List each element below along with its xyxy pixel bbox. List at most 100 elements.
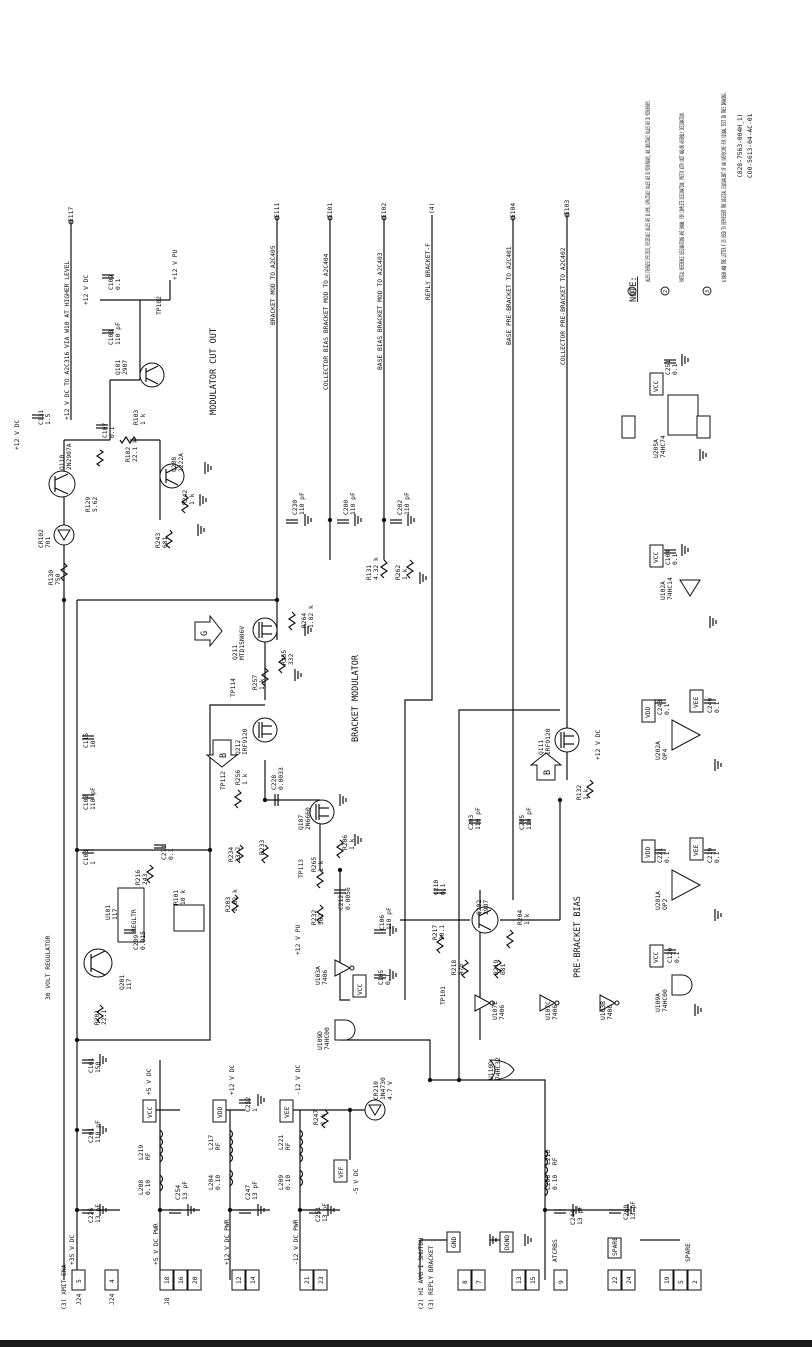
conn-j8-5: 5 bbox=[678, 1280, 685, 1284]
label-r129: R1295.62 bbox=[85, 497, 99, 512]
label-r257: R2571 k bbox=[252, 675, 266, 690]
label-c251: C2510.1 bbox=[665, 360, 679, 375]
label-vdd-u202: VDD bbox=[645, 706, 652, 718]
conn-j24-tag2: J24 bbox=[109, 1293, 116, 1305]
label-plus12v-r132: +12 V DC bbox=[595, 729, 602, 760]
label-tp112: TP112 bbox=[220, 771, 227, 790]
conn-xmit-ena: (3) XMIT ENA bbox=[61, 1264, 68, 1310]
label-q211: Q211MTD15N06V bbox=[232, 626, 246, 660]
signal-e102-label: BASE BIAS BRACKET MOD TO A2C403 bbox=[377, 252, 384, 370]
signal-e111-tag: E111 bbox=[274, 203, 281, 218]
signal-e101-tag: E101 bbox=[327, 203, 334, 218]
notes-heading: NOTE: bbox=[629, 276, 639, 302]
label-c102: C102110 pF bbox=[83, 787, 97, 810]
signal-e104-tag: E104 bbox=[510, 203, 517, 218]
label-c200: C200110 pF bbox=[343, 492, 357, 515]
label-minus5v: -5 V DC bbox=[353, 1168, 360, 1195]
arrow-b2-label: B bbox=[543, 770, 553, 775]
note-2-marker bbox=[660, 286, 670, 296]
conn-j8-14: 14 bbox=[250, 1276, 257, 1284]
label-c226: C22613 pF bbox=[88, 1204, 102, 1223]
label-r264: R2641.82 k bbox=[301, 605, 315, 628]
note-3-number: 3 bbox=[705, 290, 711, 293]
label-c105: C1050.1 bbox=[378, 970, 392, 985]
label-plus35v: +35 V DC bbox=[69, 1234, 76, 1265]
label-c221: C2210.1 bbox=[657, 848, 671, 863]
label-r265: R2651 k bbox=[311, 857, 325, 872]
label-plus12v-top: +12 V DC bbox=[83, 274, 90, 305]
signal-outputs: E117 +12 V DC TO A2C316 VIA W10 AT HIGHE… bbox=[64, 200, 571, 1000]
label-q111: Q111IRF9120 bbox=[538, 728, 552, 755]
label-u202a: U202AOP4 bbox=[655, 741, 669, 760]
conn-j24-4: 4 bbox=[109, 1279, 116, 1283]
label-vee-u202: VEE bbox=[693, 696, 700, 708]
arrow-b-label: B bbox=[219, 753, 229, 758]
label-plus12vpu-mid: +12 V PU bbox=[295, 924, 302, 955]
conn-dgnd: DGND bbox=[504, 1235, 511, 1250]
signal-e111-label: BRACKET MOD TO A2C405 bbox=[270, 245, 277, 325]
notes-block: NOTE: 1 UNLESS OTHERWISE SPECIFIED, RESI… bbox=[627, 92, 754, 302]
label-c212: C2120.0056 bbox=[338, 887, 352, 910]
conn-j8-16: 16 bbox=[178, 1276, 185, 1284]
label-tp113: TP113 bbox=[298, 859, 305, 878]
label-c115: C11510 bbox=[83, 733, 97, 748]
label-r243: R243681 bbox=[155, 533, 169, 548]
connector-labels: (3) XMIT ENA 5 J24 4 J24 +5 V DC PWR 18 … bbox=[61, 1219, 699, 1310]
label-atcrbs: ATCRBS bbox=[552, 1239, 559, 1262]
label-r204: R2041 k bbox=[517, 910, 531, 925]
label-vff: VFF bbox=[338, 1166, 345, 1178]
label-q202: Q2022907 bbox=[476, 900, 490, 915]
signal-e101-label: COLLECTOR BIAS BRACKET MOD TO A2C404 bbox=[323, 253, 330, 390]
label-u103a: U103A7406 bbox=[315, 966, 329, 985]
conn-j8-23: 23 bbox=[318, 1276, 325, 1284]
drawing-id: CO0-5613-04-AC-01 bbox=[747, 113, 754, 178]
label-r217: R21720.1 bbox=[432, 925, 446, 940]
signal-reply-label: REPLY BRACKET-F bbox=[425, 243, 432, 300]
label-c210: C2100.1 bbox=[433, 880, 447, 895]
power-boxes bbox=[142, 372, 711, 1183]
label-c103: C1031 bbox=[83, 850, 97, 865]
transistor-q212 bbox=[252, 717, 278, 743]
conn-spare: SPARE bbox=[612, 1237, 619, 1256]
note-1-text: UNLESS OTHERWISE SPECIFIED, RESISTANCE V… bbox=[645, 100, 652, 282]
transistor-q208 bbox=[159, 463, 185, 489]
conn-j24-2: 2 bbox=[692, 1280, 699, 1284]
label-c211: C2110.1 bbox=[161, 845, 175, 860]
label-l221: L221RF bbox=[278, 1135, 292, 1150]
note-1-marker bbox=[627, 286, 637, 296]
label-c247: C24713 pF bbox=[245, 1181, 259, 1200]
label-u102a: U102A74HC14 bbox=[660, 577, 674, 600]
label-c251-l: C25113 pF bbox=[315, 1203, 329, 1222]
conn-j8-15: 15 bbox=[530, 1276, 537, 1284]
conn-j24-5: 5 bbox=[76, 1279, 83, 1283]
label-q110: Q1102N2907A bbox=[59, 443, 73, 470]
signal-e102-tag: E102 bbox=[381, 203, 388, 218]
label-l219: L219RF bbox=[138, 1145, 152, 1160]
conn-j8-7: 7 bbox=[476, 1280, 483, 1284]
label-q212: Q212IRF9120 bbox=[235, 728, 249, 755]
label-plus12v-c131: +12 V DC bbox=[14, 419, 21, 450]
conn-minus12vpwr: -12 V DC PWR bbox=[293, 1219, 300, 1265]
label-c252: C2521 bbox=[245, 1097, 259, 1112]
label-r206: R2061 k bbox=[342, 835, 356, 850]
label-u107e: U107E7406 bbox=[492, 1001, 506, 1020]
signal-e104-label: BASE PRE-BRACKET TO A2C401 bbox=[506, 246, 513, 345]
transistor-q107 bbox=[309, 799, 335, 825]
resistors bbox=[59, 435, 595, 1129]
conn-plus5vpwr: +5 V DC PWR bbox=[153, 1223, 160, 1265]
label-vcc-mid: VCC bbox=[357, 983, 364, 995]
title-modulator-cut-out: MODULATOR CUT OUT bbox=[209, 328, 219, 415]
transistor-q201 bbox=[83, 948, 113, 978]
label-q201: Q201117 bbox=[119, 975, 133, 990]
label-u101: U101117 bbox=[105, 905, 119, 920]
label-vdd-u201: VDD bbox=[645, 846, 652, 858]
label-l210: L210RF bbox=[545, 1150, 559, 1165]
label-l209: L2090.10 bbox=[278, 1175, 292, 1190]
label-tp101: TP101 bbox=[440, 986, 447, 1005]
conn-reply-bracket: (3) REPLY BRACKET bbox=[428, 1245, 435, 1310]
label-c260: C26013 pF bbox=[623, 1201, 637, 1220]
label-vee-left: VEE bbox=[284, 1106, 291, 1118]
title-30-volt-regulator: 30 VOLT REGULATOR bbox=[45, 935, 52, 1000]
label-r256: R2561 k bbox=[235, 770, 249, 785]
